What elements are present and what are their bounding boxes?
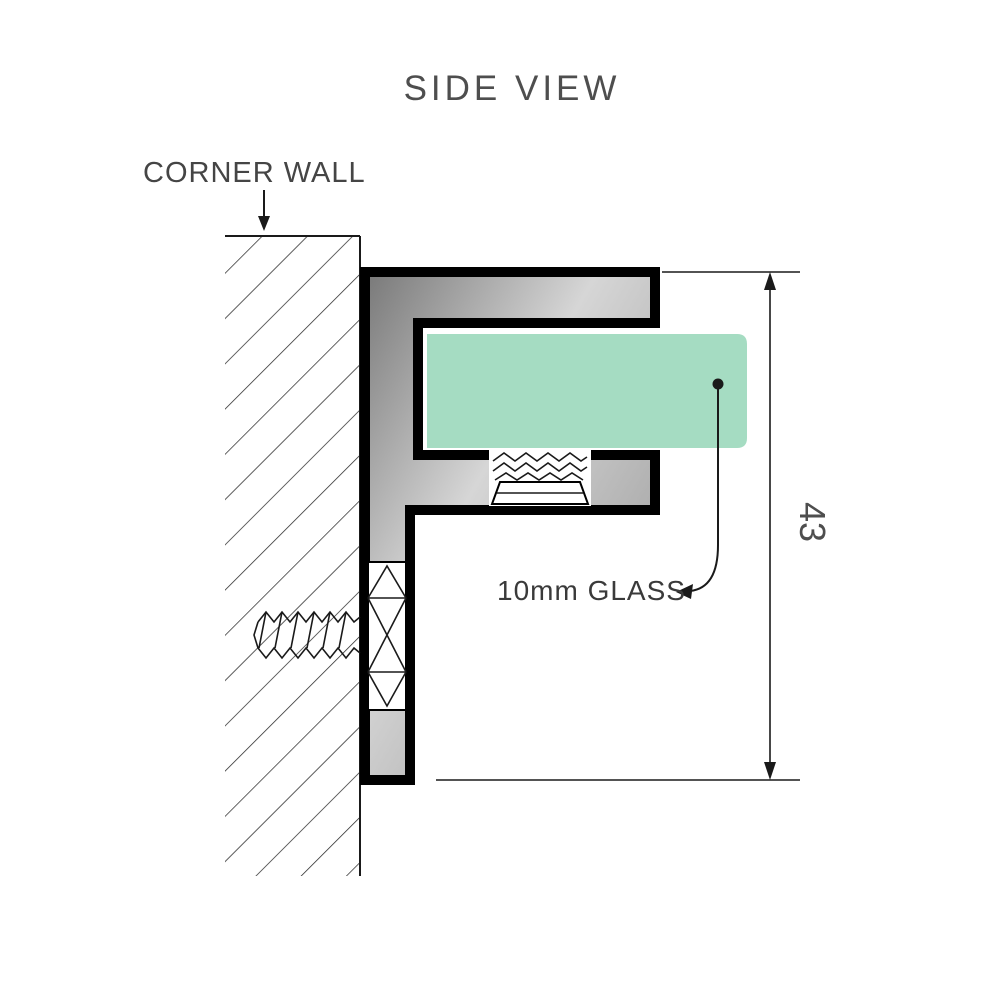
- dimension-arrow-top: [764, 272, 776, 290]
- mounting-screw: [253, 561, 407, 711]
- glass-leader: [676, 378, 724, 599]
- glass-panel: [427, 334, 747, 448]
- diagram-title: SIDE VIEW: [404, 69, 621, 108]
- screw-head: [367, 561, 407, 711]
- wall-hatching: [225, 236, 360, 876]
- dimension-arrow-bottom: [764, 762, 776, 780]
- clamp-bracket-profile: [360, 267, 660, 785]
- corner-wall-arrow: [258, 190, 270, 231]
- wall-section: [225, 235, 361, 876]
- glass-label: 10mm GLASS: [497, 575, 686, 606]
- dimension-value: 43: [792, 502, 833, 542]
- corner-wall-label: CORNER WALL: [143, 157, 366, 189]
- leader-arrowhead: [676, 584, 693, 599]
- grub-screw: [489, 450, 591, 506]
- dimension-43: 43: [436, 271, 833, 781]
